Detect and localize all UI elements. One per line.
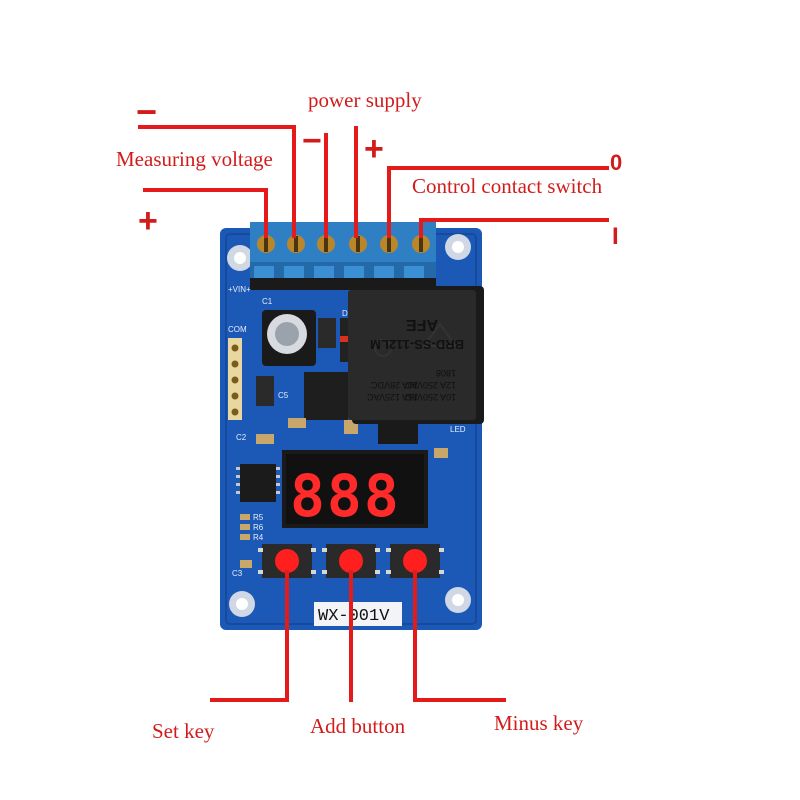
button-pins (258, 548, 444, 574)
silk-c3: C3 (232, 569, 243, 578)
terminal-screw-2 (287, 235, 305, 253)
label-add-button: Add button (310, 714, 406, 738)
label-minus-key: Minus key (494, 711, 584, 735)
silk-c5: C5 (278, 391, 289, 400)
silk-led: LED (450, 425, 466, 434)
line-switch-zero (387, 166, 609, 238)
led-indicator (378, 420, 418, 444)
resistor-array (240, 514, 252, 568)
smd-cap-1 (288, 418, 306, 428)
model-label: WX-001V (318, 607, 390, 626)
label-set-key: Set key (152, 719, 215, 743)
line-measure-plus (143, 188, 268, 238)
mounting-hole-bottom-right (445, 587, 471, 613)
annotation-lines (138, 125, 609, 702)
mounting-hole-top-right (445, 234, 471, 260)
voltage-regulator (304, 372, 348, 420)
label-measuring-voltage: Measuring voltage (116, 147, 273, 171)
svg-text:1808: 1808 (436, 368, 456, 378)
symbol-switch-one: I (612, 223, 619, 250)
silk-r4: R4 (253, 533, 264, 542)
svg-text:12A 250VAC: 12A 250VAC (405, 380, 456, 390)
silk-vin: +VIN+ (228, 285, 251, 294)
smd-component-1 (318, 318, 336, 348)
line-set-key (210, 570, 289, 702)
silk-r6: R6 (253, 523, 264, 532)
symbol-measure-plus: + (138, 202, 158, 240)
ic-chip (236, 464, 280, 502)
svg-text:15A 125VAC: 15A 125VAC (367, 392, 418, 402)
smd-cap-3 (434, 448, 448, 458)
add-button[interactable] (326, 544, 376, 578)
smd-cap-c2 (256, 434, 274, 444)
symbol-supply-plus: + (364, 130, 384, 168)
silk-com: COM (228, 325, 247, 334)
svg-text:AFE: AFE (406, 316, 438, 333)
relay (348, 286, 484, 424)
terminal-screw-5 (380, 235, 398, 253)
mounting-hole-top-left (227, 245, 253, 271)
label-power-supply: power supply (308, 88, 422, 112)
relay-label: 10A 250VAC 12A 250VAC 1808 15A 125VAC 10… (367, 316, 464, 402)
silk-d1: D1 (342, 309, 353, 318)
svg-text:10A 250VAC: 10A 250VAC (405, 392, 456, 402)
silk-c1: C1 (262, 297, 273, 306)
electrolytic-capacitor (262, 310, 316, 366)
silk-r5: R5 (253, 513, 264, 522)
display-digits: 888 (290, 462, 401, 530)
line-minus-key (413, 570, 506, 702)
mounting-hole-bottom-left (229, 591, 255, 617)
symbol-supply-minus: − (302, 122, 322, 160)
header-pins (228, 338, 242, 420)
terminal-screw-3 (317, 235, 335, 253)
smd-component-2 (256, 376, 274, 406)
terminal-block (250, 222, 436, 290)
line-switch-one (419, 218, 609, 238)
silk-c2: C2 (236, 433, 247, 442)
line-measure-minus (138, 125, 296, 238)
terminal-screw-6 (412, 235, 430, 253)
svg-text:BRD-SS-112LM: BRD-SS-112LM (370, 337, 464, 352)
model-label-box (314, 602, 402, 626)
symbol-measure-minus: − (136, 91, 157, 132)
terminal-screw-4 (349, 235, 367, 253)
symbol-switch-zero: 0 (610, 150, 622, 175)
terminal-screw-1 (257, 235, 275, 253)
label-control-contact-switch: Control contact switch (412, 174, 603, 198)
seven-segment-display (282, 450, 428, 528)
svg-text:10A 28VDC: 10A 28VDC (370, 380, 418, 390)
